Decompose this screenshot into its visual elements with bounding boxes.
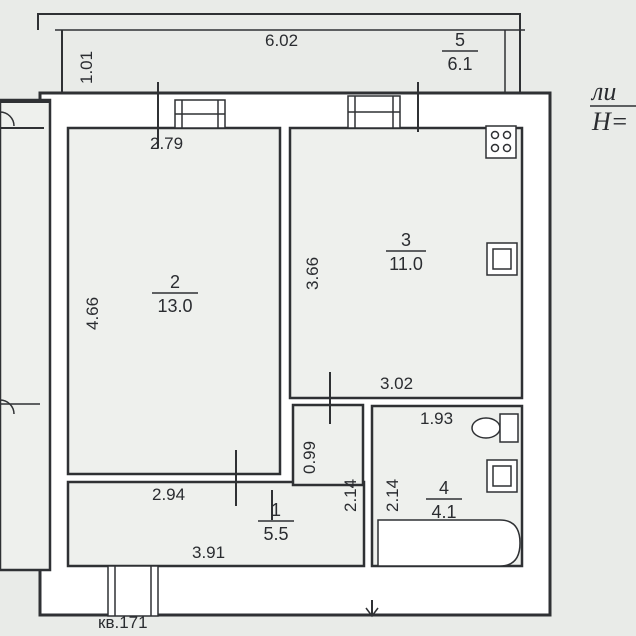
sink-icon [486,242,518,276]
hall-width-label: 3.91 [192,543,225,562]
window-right [347,95,401,129]
washbasin-icon [486,459,518,493]
room-1-label: 1 5.5 [258,500,294,544]
corridor [291,403,365,487]
neighbor-unit [0,98,52,572]
legend-line2: H= [591,107,628,136]
room-5-area: 6.1 [447,54,472,74]
dimension-ticks [157,82,419,520]
balcony-length-label: 6.02 [265,31,298,50]
room-4-label: 4 4.1 [426,478,462,522]
room-4-number: 4 [439,478,449,498]
room-2 [66,126,282,476]
room2-bottom-label: 2.94 [152,485,185,504]
apartment-label: кв.171 [98,613,148,632]
room2-width-label: 2.79 [150,134,183,153]
room-4-area: 4.1 [431,502,456,522]
hall-gap-label: 0.99 [300,441,319,474]
bathtub-icon [377,519,521,567]
balcony [37,13,525,98]
room-1 [66,480,366,568]
room-2-area: 13.0 [157,296,192,316]
legend: ли H= [590,77,636,136]
toilet-icon [471,413,519,443]
corridor-left-label: 2.14 [341,479,360,512]
kitchen-height-label: 3.66 [303,257,322,290]
room-1-area: 5.5 [263,524,288,544]
window-left [174,99,226,129]
balcony-depth-label: 1.01 [77,51,96,84]
window-bottom [107,565,159,617]
room-2-number: 2 [170,272,180,292]
room-5-number: 5 [455,30,465,50]
room-3-number: 3 [401,230,411,250]
bath-width-label: 1.93 [420,409,453,428]
door-swing [0,111,40,415]
room-3 [288,126,524,400]
room-5-label: 5 6.1 [442,30,478,74]
kitchen-width-label: 3.02 [380,374,413,393]
corridor-right-label: 2.14 [383,479,402,512]
room-3-label: 3 11.0 [386,230,426,274]
room2-length-label: 4.66 [83,297,102,330]
stove-icon [485,125,517,159]
room-3-area: 11.0 [389,254,423,274]
room-1-number: 1 [271,500,281,520]
room-2-label: 2 13.0 [152,272,198,316]
legend-line1: ли [590,77,616,106]
entrance-arrow-icon [365,600,379,618]
